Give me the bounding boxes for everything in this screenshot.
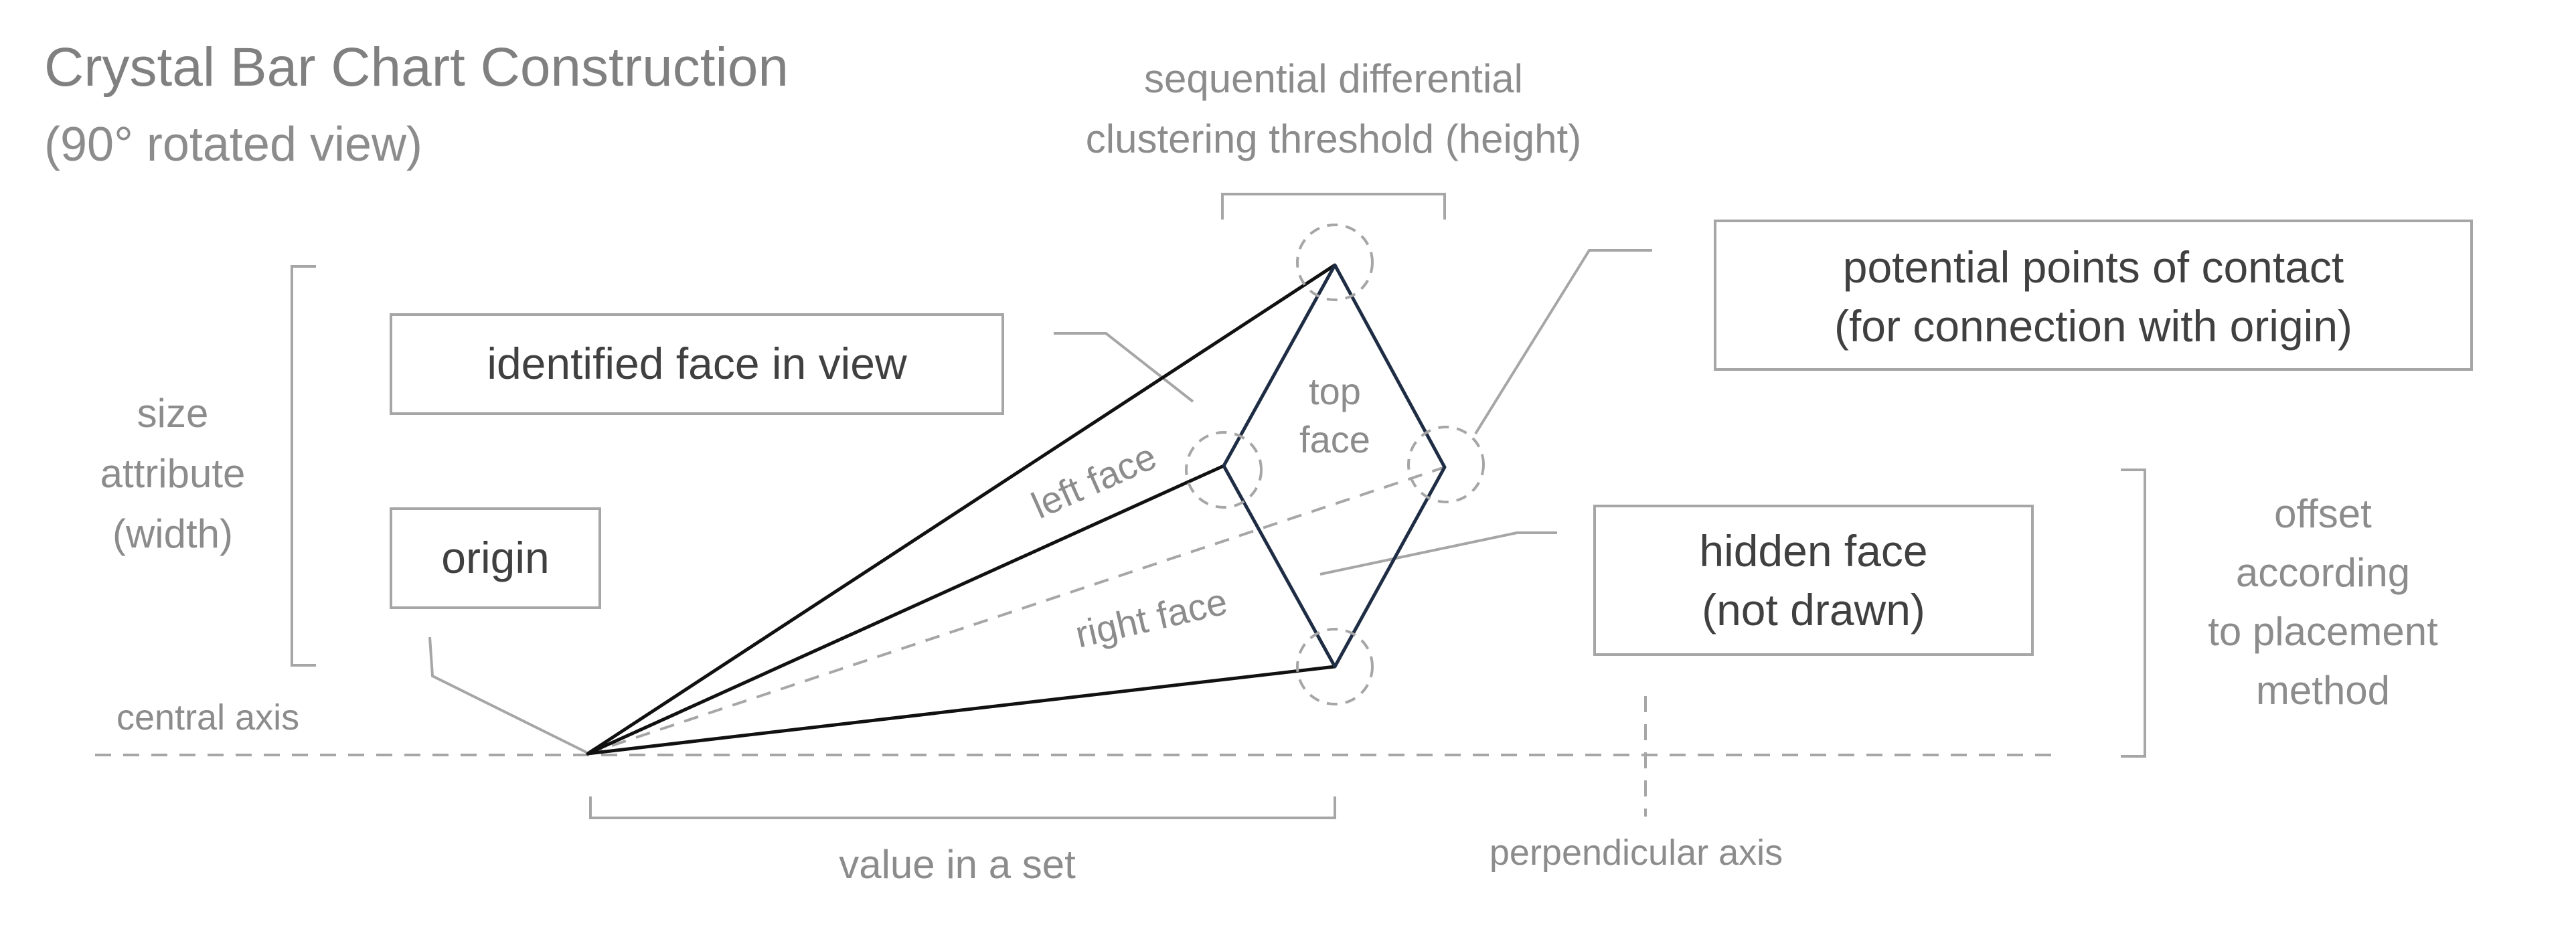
contact-point-top	[1296, 224, 1374, 301]
contact-point-right	[1407, 426, 1485, 503]
threshold-label-line2: clustering threshold (height)	[1086, 116, 1581, 161]
hidden-face-edge	[587, 466, 1445, 755]
size-label-line3: (width)	[112, 511, 233, 556]
diagram-subtitle: (90° rotated view)	[44, 118, 422, 171]
size-label-line1: size	[137, 391, 209, 436]
origin-leader	[428, 637, 587, 754]
left-face-label: left face	[1026, 435, 1163, 527]
size-bracket	[291, 265, 316, 667]
size-label-line2: attribute	[100, 451, 246, 496]
contact-points-box	[1714, 220, 2473, 371]
central-axis-label: central axis	[116, 697, 299, 738]
contact-points-box-line1: potential points of contact	[1843, 242, 2344, 292]
perpendicular-axis-label: perpendicular axis	[1490, 833, 1783, 873]
right-face-label: right face	[1071, 580, 1231, 655]
top-face-label-line2: face	[1299, 418, 1370, 460]
offset-label-line1: offset	[2274, 491, 2372, 536]
crystal-top-face-outline	[1222, 263, 1447, 669]
hidden-face-leader	[1319, 531, 1557, 576]
contact-points-leader	[1474, 249, 1652, 435]
hidden-face-box-line2: (not drawn)	[1702, 585, 1925, 634]
offset-label-line2: according	[2236, 550, 2410, 595]
hidden-face-box	[1593, 505, 2034, 656]
offset-label-line4: method	[2256, 668, 2390, 713]
diagram-title: Crystal Bar Chart Construction	[44, 37, 789, 98]
identified-face-leader	[1054, 332, 1194, 403]
contact-point-left	[1185, 431, 1263, 509]
hidden-face-box-line1: hidden face	[1699, 526, 1927, 576]
threshold-bracket	[1221, 193, 1446, 220]
crystal-bottom-edge	[587, 665, 1336, 756]
offset-label-line3: to placement	[2208, 609, 2438, 654]
contact-point-bottom	[1296, 628, 1374, 705]
contact-points-box-line2: (for connection with origin)	[1834, 301, 2352, 351]
origin-box	[390, 507, 601, 609]
value-in-set-label: value in a set	[839, 842, 1076, 887]
value-bracket	[589, 796, 1336, 819]
identified-face-box	[390, 313, 1004, 415]
identified-face-box-label: identified face in view	[487, 339, 907, 388]
top-face-label-line1: top	[1309, 370, 1361, 412]
offset-bracket	[2121, 469, 2146, 758]
origin-box-label: origin	[441, 533, 549, 582]
threshold-label-line1: sequential differential	[1144, 56, 1523, 101]
